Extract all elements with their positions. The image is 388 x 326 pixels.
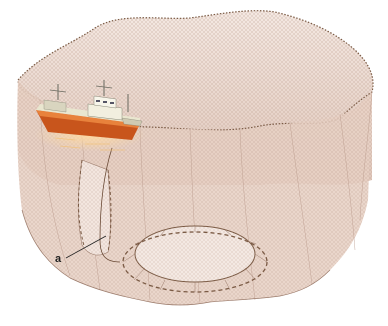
callout-label-a: a <box>55 253 62 265</box>
